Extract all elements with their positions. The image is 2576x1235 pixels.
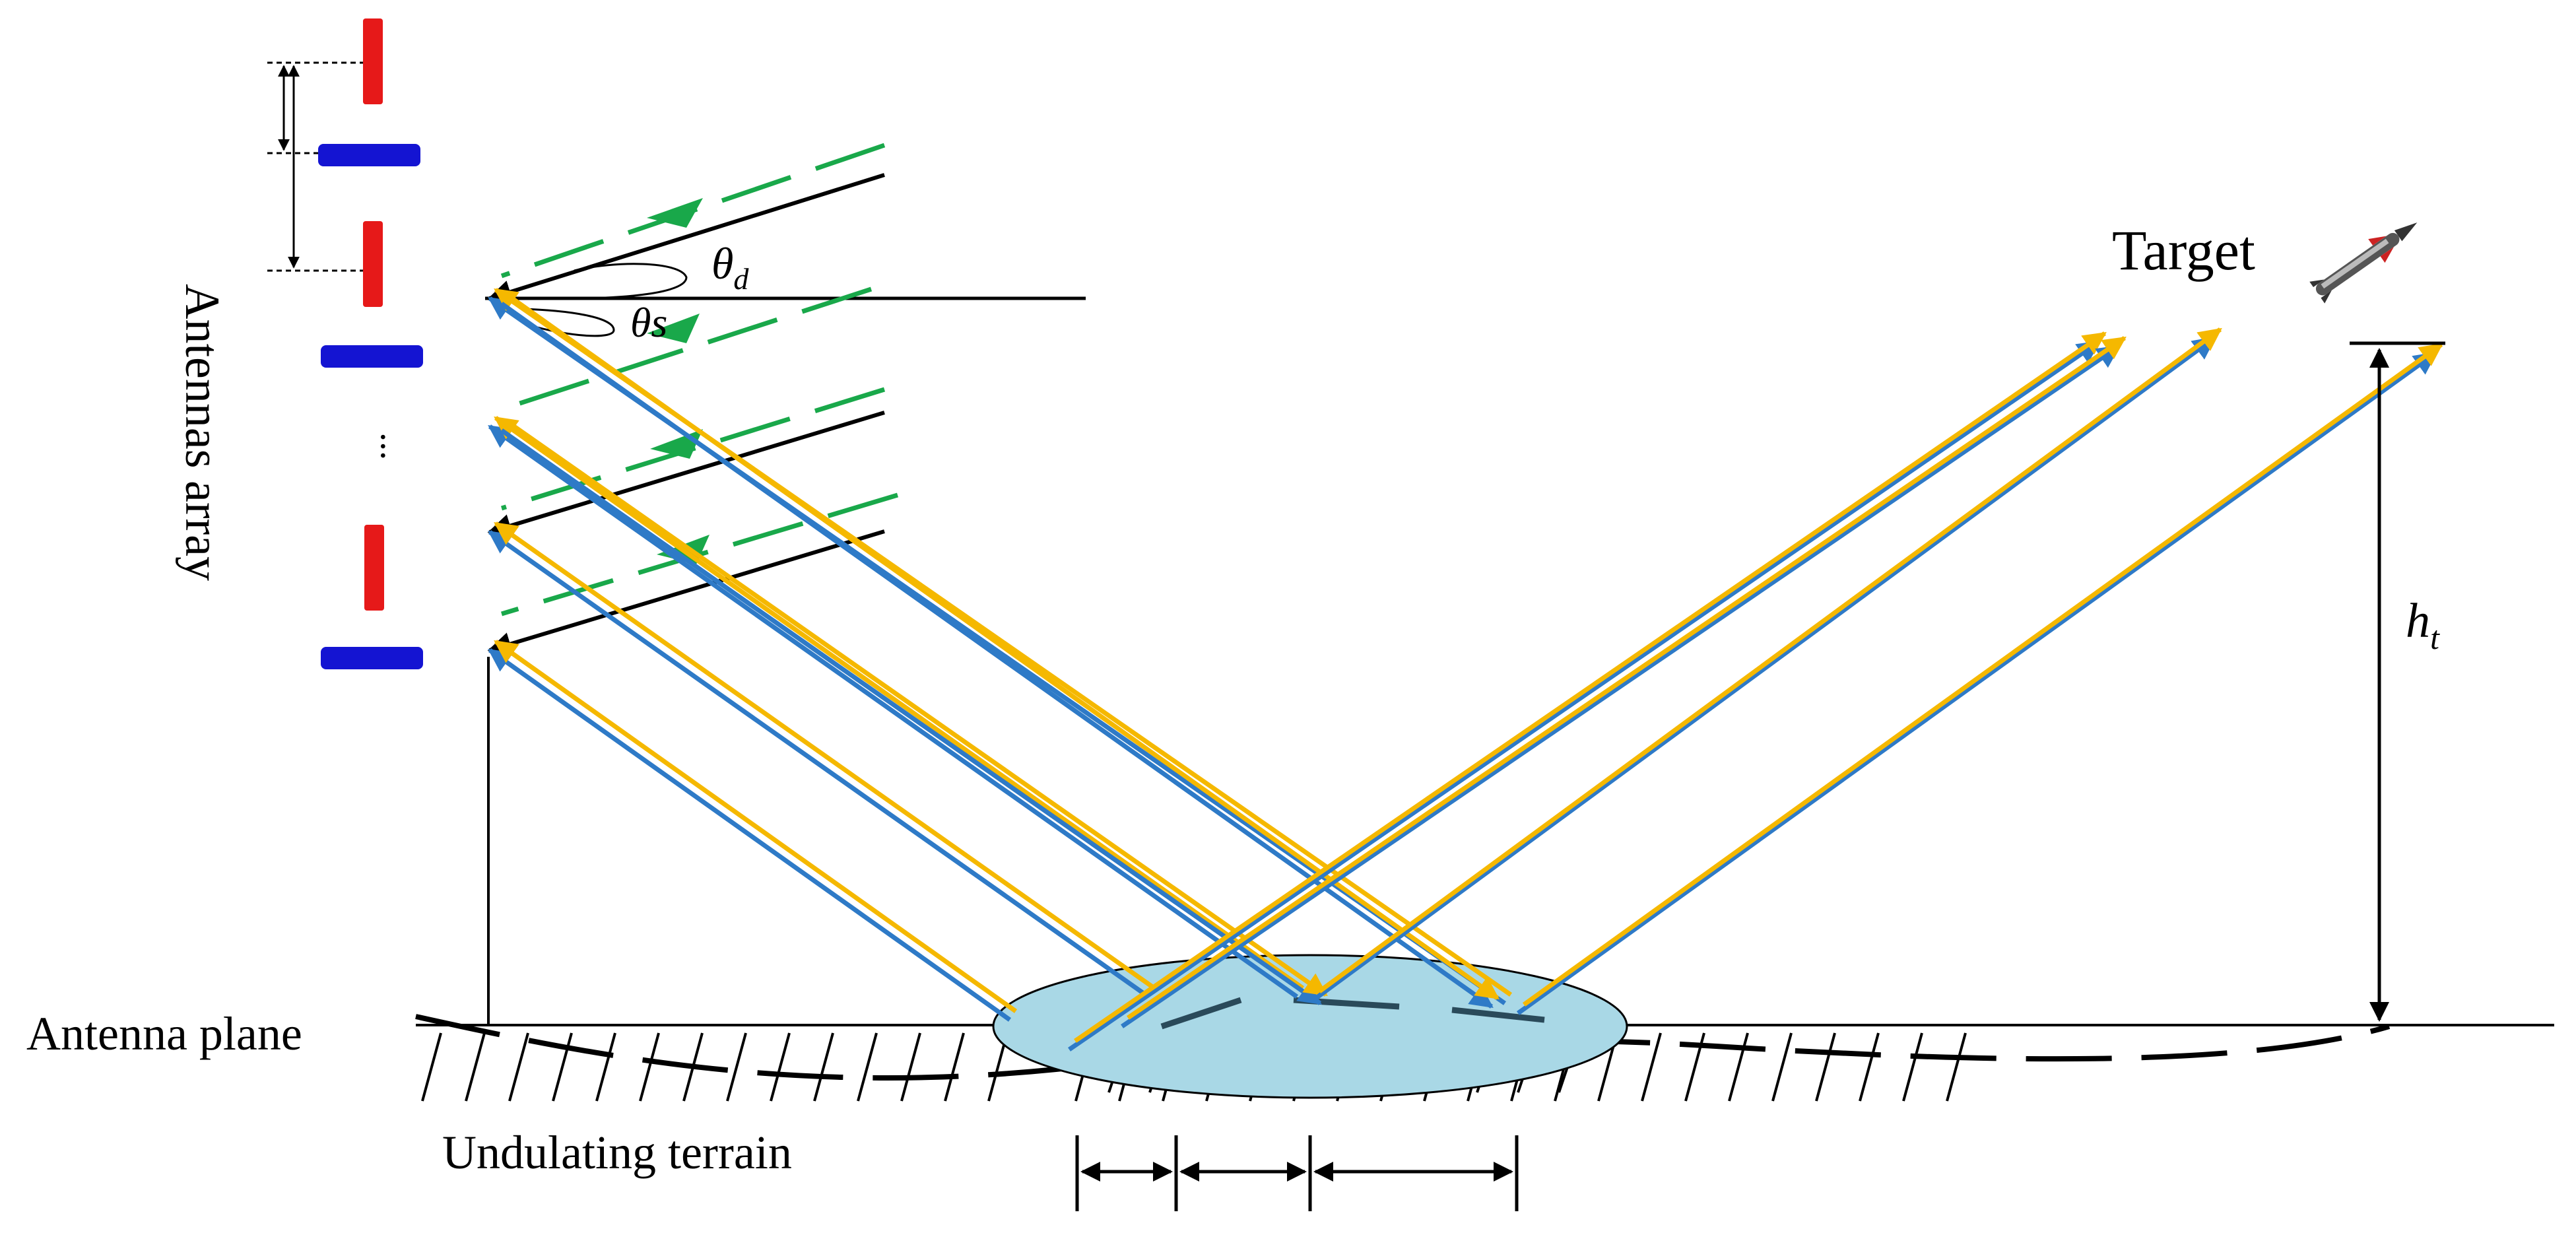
antenna-elements [318, 18, 423, 669]
height-label: ht [2406, 594, 2440, 656]
antenna-spacing-dimension [267, 61, 363, 272]
scattering-area-ellipse [992, 954, 1628, 1099]
reflected-ray [488, 424, 1299, 999]
reflected-ray [1317, 327, 2222, 993]
antenna-horizontal [321, 345, 423, 368]
direct-rays [487, 173, 885, 655]
antenna-ellipsis: ... [373, 432, 414, 460]
reflected-ray [500, 428, 1322, 1005]
reflected-ray [1074, 331, 2107, 1043]
antenna-horizontal [321, 647, 423, 669]
reflected-ray [1068, 340, 2101, 1051]
antenna-vertical [364, 525, 384, 611]
reflected-ray [494, 640, 1018, 1013]
cell-size-dimensions [1075, 1135, 1519, 1211]
reflected-ray [494, 521, 1156, 990]
antenna-vertical [363, 221, 383, 307]
reflected-ray [1516, 351, 2437, 1015]
missile-icon [2309, 222, 2418, 304]
green-direction-arrows [647, 198, 710, 564]
target-label: Target [2112, 218, 2255, 282]
undulating-terrain-label: Undulating terrain [442, 1126, 792, 1179]
reflected-ray [1311, 336, 2216, 1002]
antenna-plane-label: Antenna plane [26, 1007, 302, 1060]
reflected-ray [506, 420, 1328, 997]
reflected-ray [500, 302, 1494, 1009]
reflected-rays [488, 288, 2443, 1051]
theta-s-label: θs [630, 299, 667, 346]
reflected-ray [1121, 345, 2121, 1028]
theta-d-label: θd [711, 238, 749, 296]
antenna-horizontal [318, 144, 420, 166]
antenna-vertical [363, 18, 383, 104]
antennas-array-label: Antennas array [175, 284, 229, 581]
reflected-ray [1127, 336, 2127, 1020]
reflected-ray [494, 416, 1305, 990]
reflected-ray [488, 648, 1012, 1022]
theta-d-arc [574, 263, 688, 300]
reflected-ray [488, 530, 1150, 999]
reflected-ray [1522, 343, 2443, 1007]
